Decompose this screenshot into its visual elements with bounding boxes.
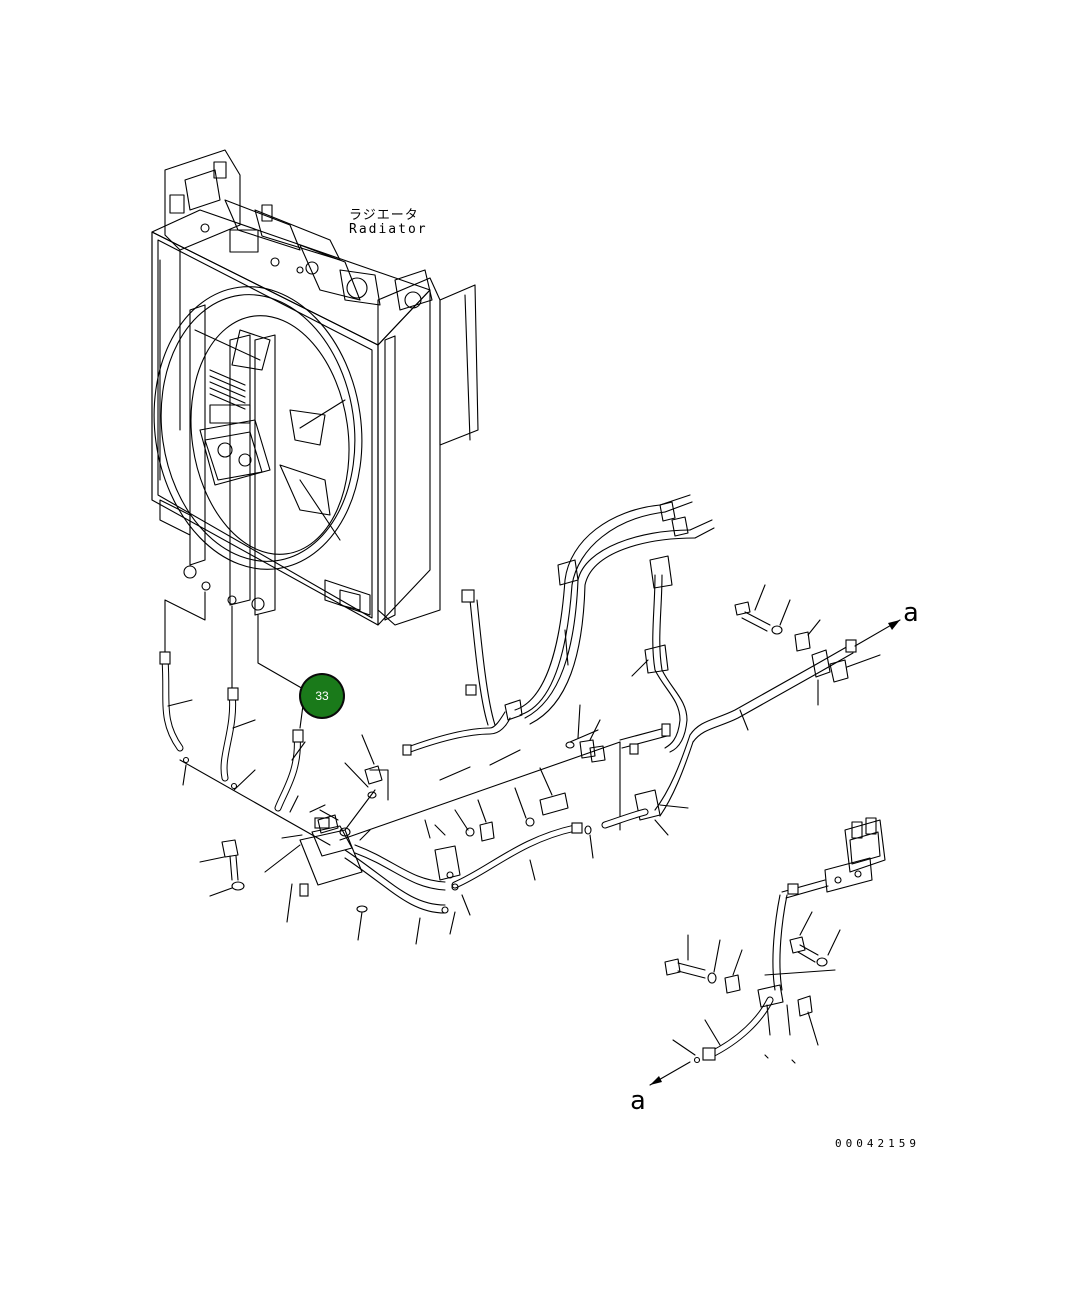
part-callout-33[interactable]: 33 <box>301 675 343 717</box>
radiator-label-japanese: ラジエータ <box>349 208 419 223</box>
core-hatching <box>209 369 246 410</box>
leader-lines <box>164 591 306 729</box>
center-right-tube <box>565 555 688 763</box>
left-hoses <box>159 651 306 812</box>
right-tube <box>584 584 901 859</box>
arrow-label-a-top: a <box>903 598 919 628</box>
center-fittings <box>199 734 569 945</box>
arrow-label-a-bottom: a <box>630 1086 646 1116</box>
radiator-label-english: Radiator <box>349 222 428 237</box>
part-callout-number: 33 <box>315 689 329 703</box>
drawing-number: 00042159 <box>835 1137 920 1150</box>
lower-right-assembly <box>649 817 886 1086</box>
radiator-assembly <box>151 149 479 626</box>
manifold-and-pipes <box>179 741 621 914</box>
upper-hose <box>402 494 715 781</box>
